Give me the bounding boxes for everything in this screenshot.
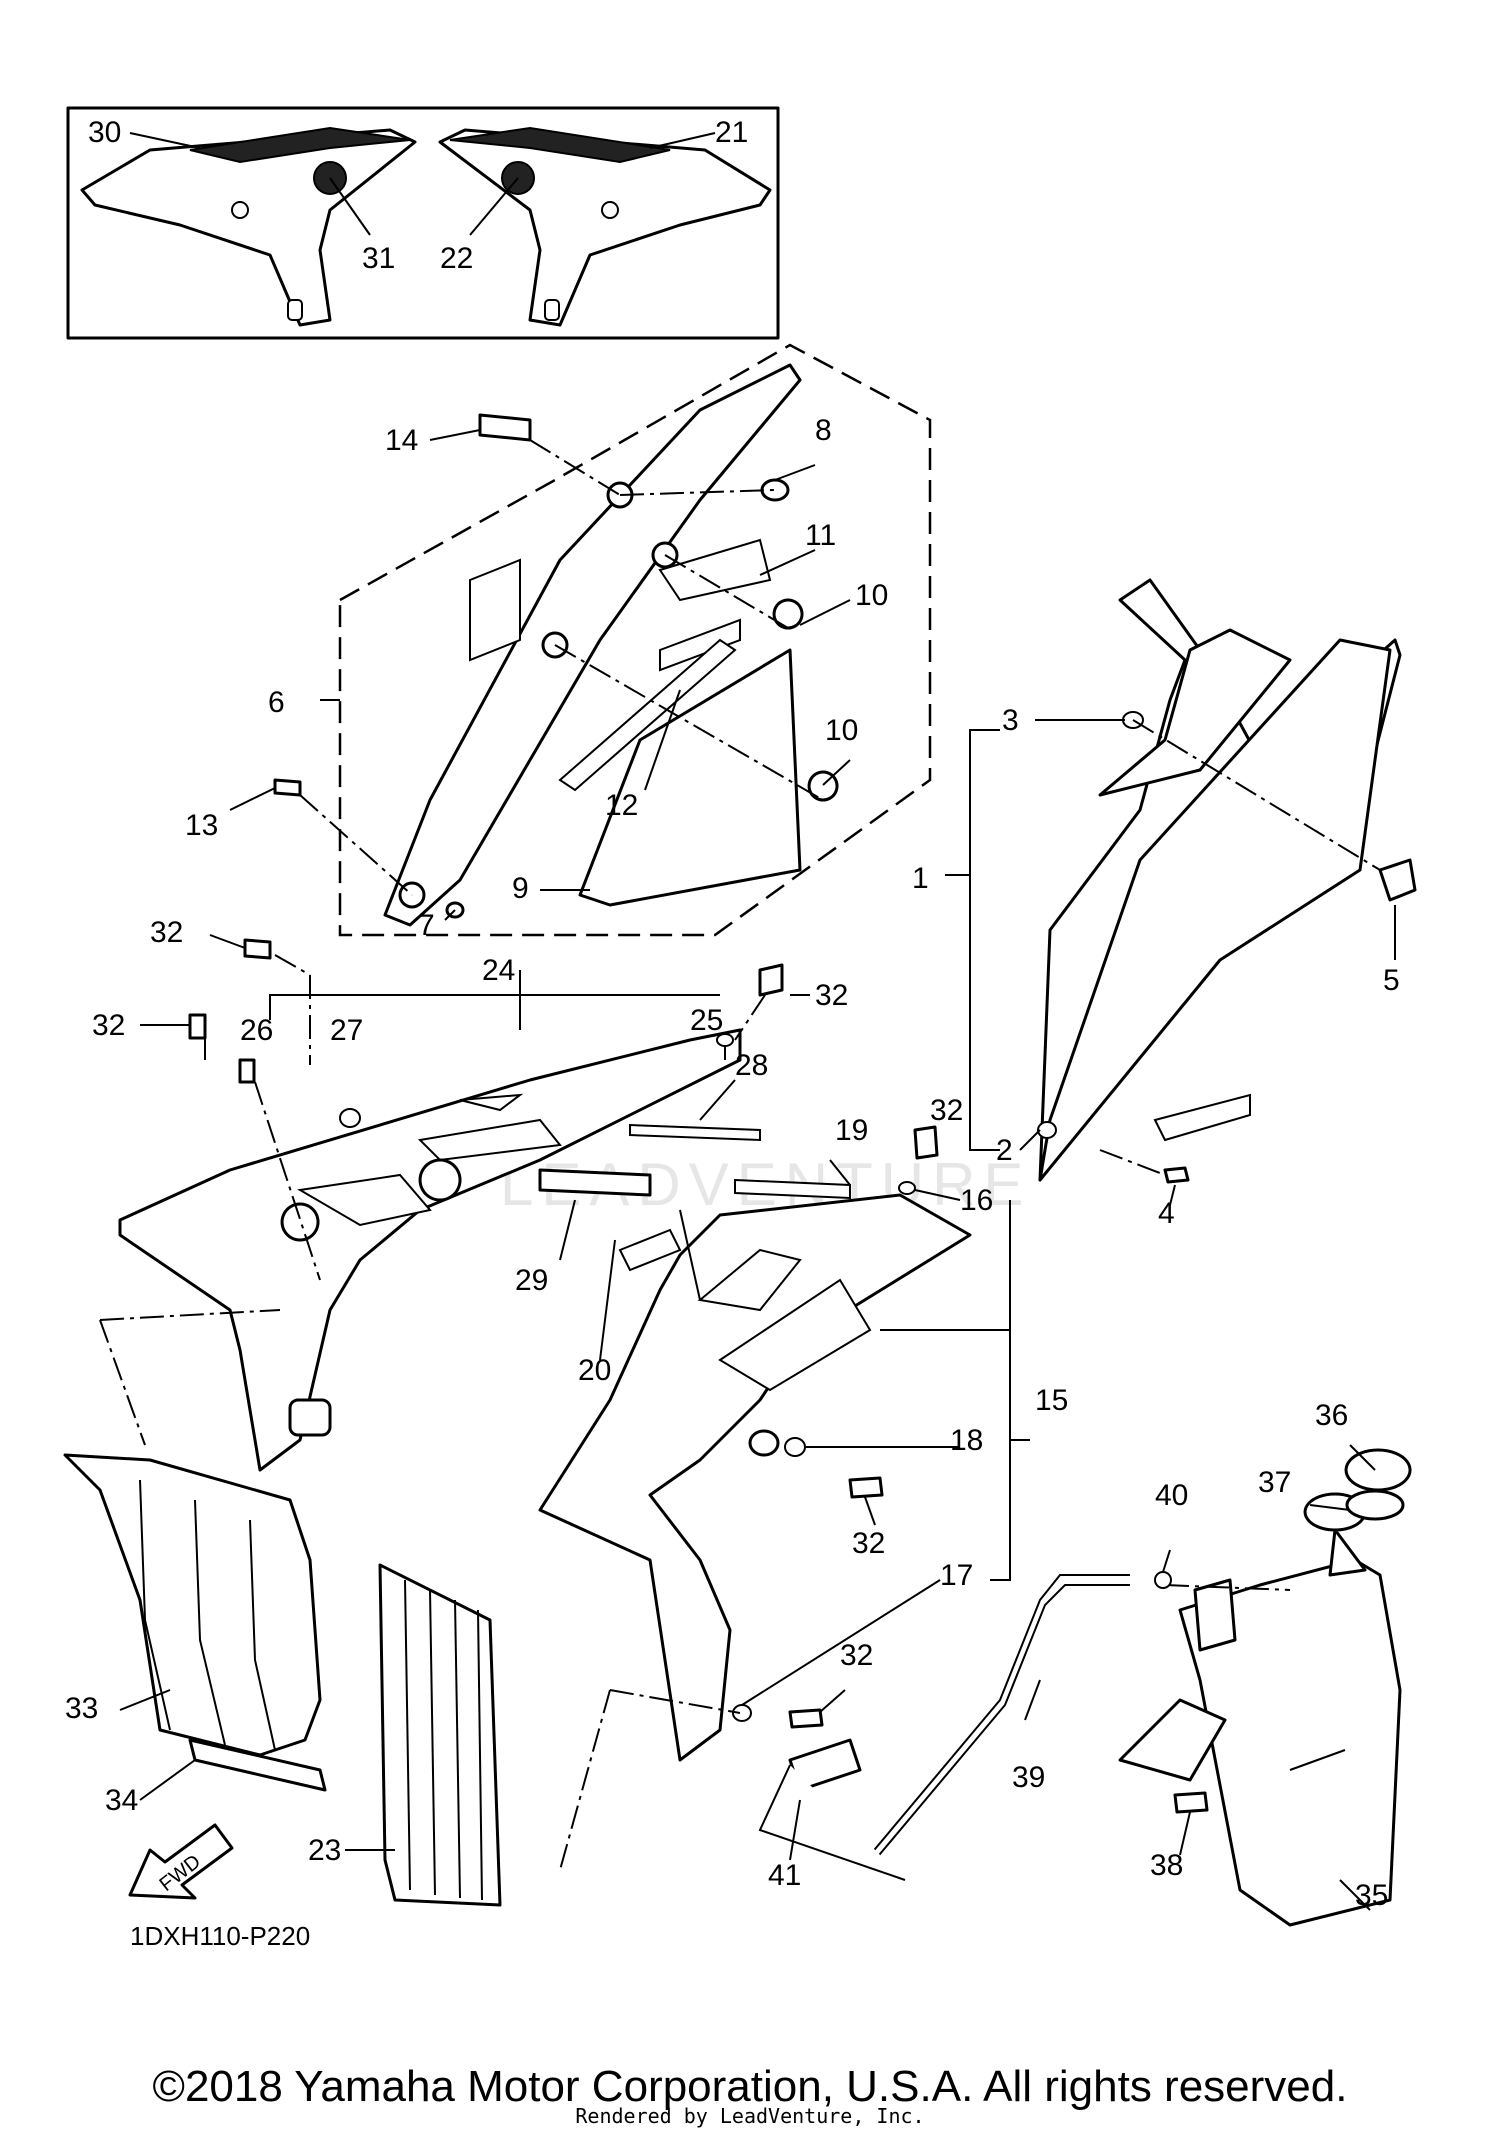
cap-36 [1344,1448,1412,1492]
bolt-32c [758,963,784,997]
callout-29: 29 [515,1264,548,1297]
callout-30: 30 [88,116,121,149]
callout-19: 19 [835,1114,868,1147]
radiator-cover-15 [538,1125,1030,1871]
callout-6: 6 [268,686,285,719]
callout-25: 25 [690,1004,723,1037]
clip-40 [1154,1571,1172,1589]
gasket-37 [1345,1489,1405,1521]
copyright-notice: ©2018 Yamaha Motor Corporation, U.S.A. A… [152,2062,1348,2111]
bolt-14 [478,413,532,442]
callout-14: 14 [385,424,418,457]
side-cover-panel-9 [578,648,802,907]
callout-28: 28 [735,1049,768,1082]
air-scoop-24 [99,934,810,1472]
callout-39: 39 [1012,1761,1045,1794]
decal-inset-box [66,106,780,340]
damper-pad-11 [658,538,772,602]
callout-15: 15 [1035,1384,1068,1417]
callout-37: 37 [1258,1466,1291,1499]
callout-32a: 32 [150,916,183,949]
diagram-code: 1DXH110-P220 [130,1921,310,1951]
bolt-5 [1378,858,1417,902]
overflow-tank-35 [1118,1444,1412,1927]
callout-38: 38 [1150,1849,1183,1882]
collar-16 [898,1181,916,1195]
damper-28 [629,1123,761,1142]
callout-41: 41 [768,1859,801,1892]
fwd-arrow-icon: FWD [128,1823,234,1900]
callout-16: 16 [960,1184,993,1217]
rendered-by-notice: Rendered by LeadVenture, Inc. [575,2104,925,2128]
collar-18 [784,1437,806,1457]
collar-27 [339,1108,361,1128]
bolt-32e [848,1476,884,1499]
callout-24: 24 [482,954,515,987]
bolt-32a [243,938,272,960]
grommet-26 [238,1058,256,1084]
callout-13: 13 [185,809,218,842]
radiator-shroud-33 [63,1453,327,1801]
callout-5: 5 [1383,964,1400,997]
callout-1: 1 [912,862,929,895]
callout-20: 20 [578,1354,611,1387]
damper-19 [734,1178,851,1200]
callout-32e: 32 [852,1527,885,1560]
callout-9: 9 [512,872,529,905]
callout-32d: 32 [930,1094,963,1127]
callout-36: 36 [1315,1399,1348,1432]
side-cover-right-1 [945,578,1417,1206]
bolt-38 [1173,1791,1209,1814]
callout-23: 23 [308,1834,341,1867]
bolt-32d [913,1125,939,1160]
callout-3: 3 [1002,704,1019,737]
callout-labels: 30 21 31 22 14 8 11 10 10 6 12 13 9 7 3 … [65,116,1400,1912]
callout-21: 21 [715,116,748,149]
callout-27: 27 [330,1014,363,1047]
callout-32b: 32 [92,1009,125,1042]
callout-34: 34 [105,1784,138,1817]
callout-2: 2 [996,1134,1013,1167]
damper-34 [188,1738,327,1792]
callout-31: 31 [362,242,395,275]
callout-32c: 32 [815,979,848,1012]
washer-2 [1037,1121,1057,1139]
callout-10a: 10 [855,579,888,612]
callout-33: 33 [65,1692,98,1725]
callout-40: 40 [1155,1479,1188,1512]
callout-10b: 10 [825,714,858,747]
callout-35: 35 [1355,1879,1388,1912]
callout-26: 26 [240,1014,273,1047]
breather-hose-39 [758,1549,1172,1881]
bolt-13 [273,778,302,797]
damper-29 [538,1168,652,1197]
grommet-10a [772,598,804,630]
callout-17: 17 [940,1559,973,1592]
bolt-32f [788,1708,824,1729]
bolt-4 [1163,1166,1190,1184]
side-cover-assembly-6 [229,343,932,937]
radiator-grille-23 [345,1563,502,1907]
callout-7: 7 [418,909,435,942]
callout-8: 8 [815,414,832,447]
callout-12: 12 [605,789,638,822]
left-decal-part-30 [80,126,417,327]
callout-22: 22 [440,242,473,275]
bolt-32b [188,1013,207,1040]
washer-8 [760,478,790,502]
callout-32f: 32 [840,1639,873,1672]
damper-20 [618,1228,682,1272]
callout-4: 4 [1158,1197,1175,1230]
callout-18: 18 [950,1424,983,1457]
damper-strip-12 [659,618,741,672]
callout-11: 11 [805,519,836,552]
